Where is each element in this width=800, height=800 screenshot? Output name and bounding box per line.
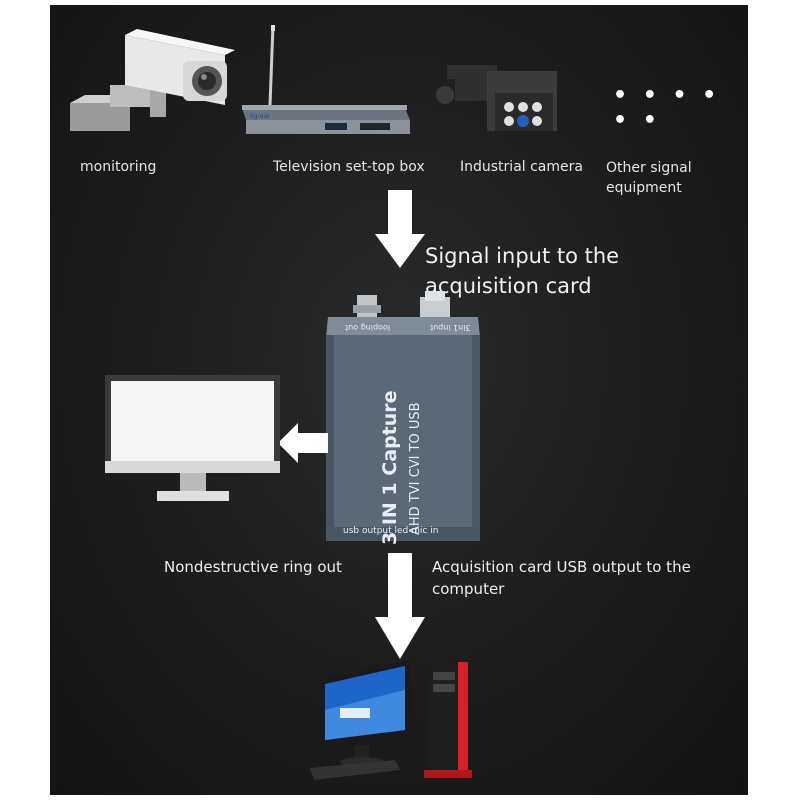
more-devices-ellipsis: • • • • • • [613,83,721,133]
device-port-looping-out: looping out [345,323,391,332]
label-industrial-camera: Industrial camera [460,159,583,175]
set-top-box-brand: Egreat [250,113,270,120]
cctv-camera-icon [70,29,235,131]
device-bottom-port-labels: usb output led mic in [343,526,439,536]
label-usb-output-line2: computer [432,580,505,598]
label-monitoring: monitoring [80,159,157,175]
label-usb-output-line1: Acquisition card USB output to the [432,558,691,576]
down-arrow-output-icon [375,553,425,659]
industrial-camera-icon [435,65,557,131]
display-monitor-icon [105,375,280,501]
label-set-top-box: Television set-top box [273,159,425,175]
desktop-computer-icon [310,660,472,780]
device-subtitle: AHD TVI CVI TO USB [408,402,423,535]
device-title: 3 IN 1 Capture [379,390,401,546]
diagram-canvas: Egreat • • • • • • monitoring Television… [50,5,748,795]
label-other-equipment-line1: Other signal [606,160,692,176]
capture-card-device [326,291,480,541]
label-other-equipment-line2: equipment [606,180,682,196]
label-ring-out: Nondestructive ring out [164,558,342,576]
signal-input-caption-line1: Signal input to the [425,244,620,268]
device-port-3in1-input: 3in1 input [430,323,471,332]
left-arrow-ring-out-icon [278,423,328,463]
set-top-box-icon: Egreat [242,24,410,134]
signal-input-caption-line2: acquisition card [425,274,592,298]
down-arrow-input-icon [375,190,425,268]
